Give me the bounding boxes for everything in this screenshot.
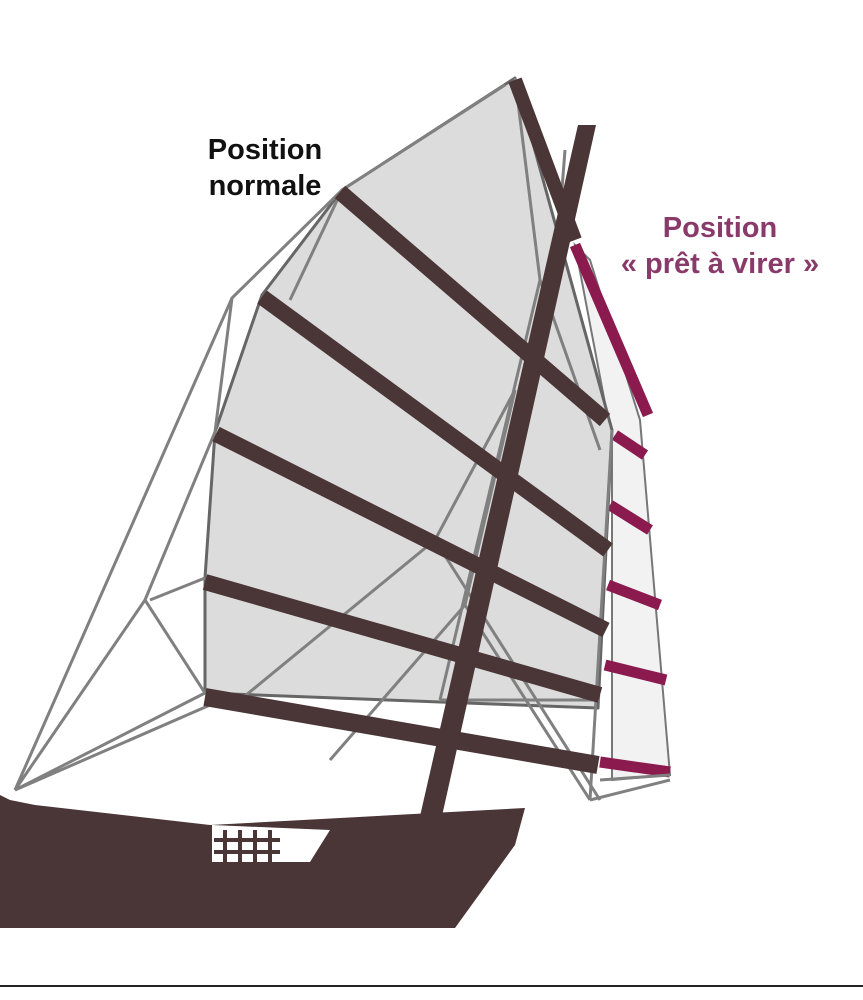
normal-battens (202, 185, 613, 774)
rigging-line (328, 604, 467, 761)
label-normal-line1: Position (207, 134, 323, 166)
sheet-line (14, 703, 211, 792)
tack-batten (606, 579, 662, 611)
rigging-line (588, 429, 614, 801)
sheet-line (149, 576, 206, 602)
batten (202, 574, 603, 703)
tack-battens (569, 242, 671, 778)
label-tack-position: Position « prêt à virer » (600, 210, 840, 282)
batten (212, 426, 610, 638)
label-normal-position: Position normale (180, 132, 350, 204)
tack-batten (569, 242, 654, 418)
label-normal-line2: normale (208, 170, 322, 202)
tack-batten (607, 500, 653, 535)
rigging-line (599, 773, 671, 782)
rigging-line (288, 189, 344, 301)
batten (203, 688, 600, 774)
mast (418, 125, 596, 825)
batten (334, 185, 611, 427)
label-tack-line1: Position (662, 212, 778, 244)
tack-batten (599, 756, 671, 778)
sheet-line (14, 599, 208, 792)
sheet-line (13, 297, 234, 791)
tack-batten (611, 430, 649, 460)
rigging-line (589, 778, 671, 802)
tack-batten (603, 659, 668, 686)
rigging-line (433, 389, 517, 541)
sheet-line (13, 83, 506, 791)
hull-railing (214, 830, 280, 862)
bottom-divider (0, 985, 863, 987)
batten (257, 290, 613, 557)
rigging-line (513, 77, 542, 281)
label-tack-line2: « prêt à virer » (620, 248, 820, 280)
